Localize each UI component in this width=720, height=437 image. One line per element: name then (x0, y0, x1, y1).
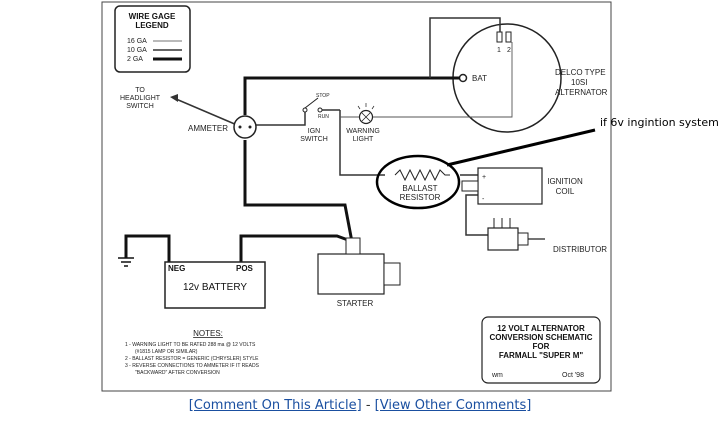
neg-label: NEG (168, 264, 185, 273)
stop-label: STOP (316, 93, 330, 99)
title-line-2: CONVERSION SCHEMATIC (490, 333, 593, 342)
notes: NOTES: 1 - WARNING LIGHT TO BE RATED 288… (125, 329, 260, 376)
wire-ammeter-to-ign (253, 110, 306, 126)
comment-on-article-link[interactable]: [Comment On This Article] (188, 398, 362, 413)
title-line-4: FARMALL "SUPER M" (499, 351, 584, 360)
alternator-terminal-1 (496, 31, 503, 43)
title-date: Oct '98 (562, 372, 584, 379)
starter: STARTER (317, 237, 401, 308)
run-label: RUN (318, 114, 329, 120)
wiring-schematic: WIRE GAGE LEGEND 16 GA 10 GA 2 GA 1 2 BA… (101, 1, 719, 392)
warning-light-label-2: LIGHT (353, 136, 374, 143)
coil-minus-label: - (482, 196, 485, 203)
view-other-comments-link[interactable]: [View Other Comments] (374, 398, 532, 413)
wire-pos-to-starter (239, 234, 349, 262)
wire-light-to-alt (373, 42, 513, 118)
alternator-label-2: 10SI (571, 78, 587, 87)
annotation-pointer (446, 128, 596, 167)
ammeter-gauge (233, 115, 257, 139)
headlight-label-3: SWITCH (126, 103, 154, 110)
coil-label-2: COIL (556, 187, 575, 196)
notes-line-4: 3 - REVERSE CONNECTIONS TO AMMETER IF IT… (125, 363, 260, 369)
coil-body (477, 167, 543, 205)
notes-line-3: 2 - BALLAST RESISTOR = GENERIC (CHRYSLER… (125, 356, 259, 362)
alternator-terminal-2 (505, 31, 512, 43)
headlight-label-2: HEADLIGHT (120, 95, 161, 102)
headlight-label-1: TO (135, 87, 145, 94)
pos-label: POS (236, 264, 254, 273)
ammeter-label: AMMETER (188, 124, 228, 133)
ballast-resistor: BALLAST RESISTOR (375, 154, 461, 210)
alternator: 1 2 BAT DELCO TYPE 10SI ALTERNATOR (452, 23, 608, 133)
starter-solenoid (345, 237, 361, 255)
wire-gage-legend: WIRE GAGE LEGEND 16 GA 10 GA 2 GA (114, 5, 191, 73)
wire-alt-sense (429, 17, 501, 78)
bat-terminal (458, 73, 468, 83)
title-author: wm (491, 372, 503, 379)
notes-title: NOTES: (193, 329, 223, 338)
notes-line-5: "BACKWARD" AFTER CONVERSION (135, 370, 220, 376)
annotation-text: if 6v ingintion system (600, 116, 719, 129)
battery-label: 12v BATTERY (183, 282, 247, 293)
legend-title-2: LEGEND (135, 21, 169, 30)
highlight-circle (375, 154, 461, 210)
heavy-wires (124, 76, 460, 262)
legend-10ga: 10 GA (127, 47, 147, 54)
coil-label-1: IGNITION (547, 177, 583, 186)
alternator-label-3: ALTERNATOR (555, 88, 608, 97)
title-line-1: 12 VOLT ALTERNATOR (497, 324, 585, 333)
terminal-2-label: 2 (507, 47, 511, 54)
title-block: 12 VOLT ALTERNATOR CONVERSION SCHEMATIC … (481, 316, 601, 384)
ground-icon (118, 257, 134, 267)
ignition-switch: STOP RUN IGN SWITCH (300, 93, 330, 143)
battery: NEG POS 12v BATTERY (164, 261, 266, 309)
wire-alt-to-ammeter (243, 76, 460, 115)
coil-plus-label: + (482, 174, 486, 181)
legend-title-1: WIRE GAGE (129, 12, 176, 21)
terminal-1-label: 1 (497, 47, 501, 54)
starter-body (317, 253, 385, 295)
distributor-label: DISTRIBUTOR (553, 245, 607, 254)
bat-label: BAT (472, 74, 487, 83)
legend-16ga: 16 GA (127, 38, 147, 45)
coil-tower (461, 180, 479, 192)
wire-ign-to-ballast (339, 110, 385, 176)
notes-line-1: 1 - WARNING LIGHT TO BE RATED 288 ma @ 1… (125, 342, 256, 348)
comment-links: [Comment On This Article] - [View Other … (0, 398, 720, 413)
ammeter: AMMETER (188, 115, 257, 139)
ballast-label-2: RESISTOR (400, 193, 441, 202)
wire-coil-to-distributor (465, 194, 488, 236)
link-separator: - (365, 398, 371, 413)
ign-switch-label-1: IGN (308, 128, 320, 135)
starter-label: STARTER (337, 299, 374, 308)
legend-2ga: 2 GA (127, 56, 143, 63)
wire-ammeter-to-starter (243, 140, 354, 243)
medium-wires (175, 17, 501, 236)
diagram-border (101, 1, 612, 392)
wire-neg-ground (124, 234, 171, 262)
alternator-label-1: DELCO TYPE (555, 68, 606, 77)
resistor-zigzag-icon (394, 168, 450, 182)
ballast-label-1: BALLAST (402, 184, 437, 193)
wire-to-headlight (175, 98, 238, 126)
warning-light-label-1: WARNING (346, 128, 380, 135)
notes-line-2: (#1815 LAMP OR SIMILAR) (135, 349, 198, 355)
ignition-coil: + - IGNITION COIL (461, 167, 583, 205)
light-wires (340, 42, 513, 118)
distributor: DISTRIBUTOR (487, 218, 607, 254)
battery-body (164, 261, 266, 309)
title-line-3: FOR (533, 342, 550, 351)
headlight-arrow-icon (170, 94, 178, 102)
ign-switch-label-2: SWITCH (300, 136, 328, 143)
warning-light: WARNING LIGHT (346, 103, 380, 143)
distributor-body (487, 227, 519, 251)
